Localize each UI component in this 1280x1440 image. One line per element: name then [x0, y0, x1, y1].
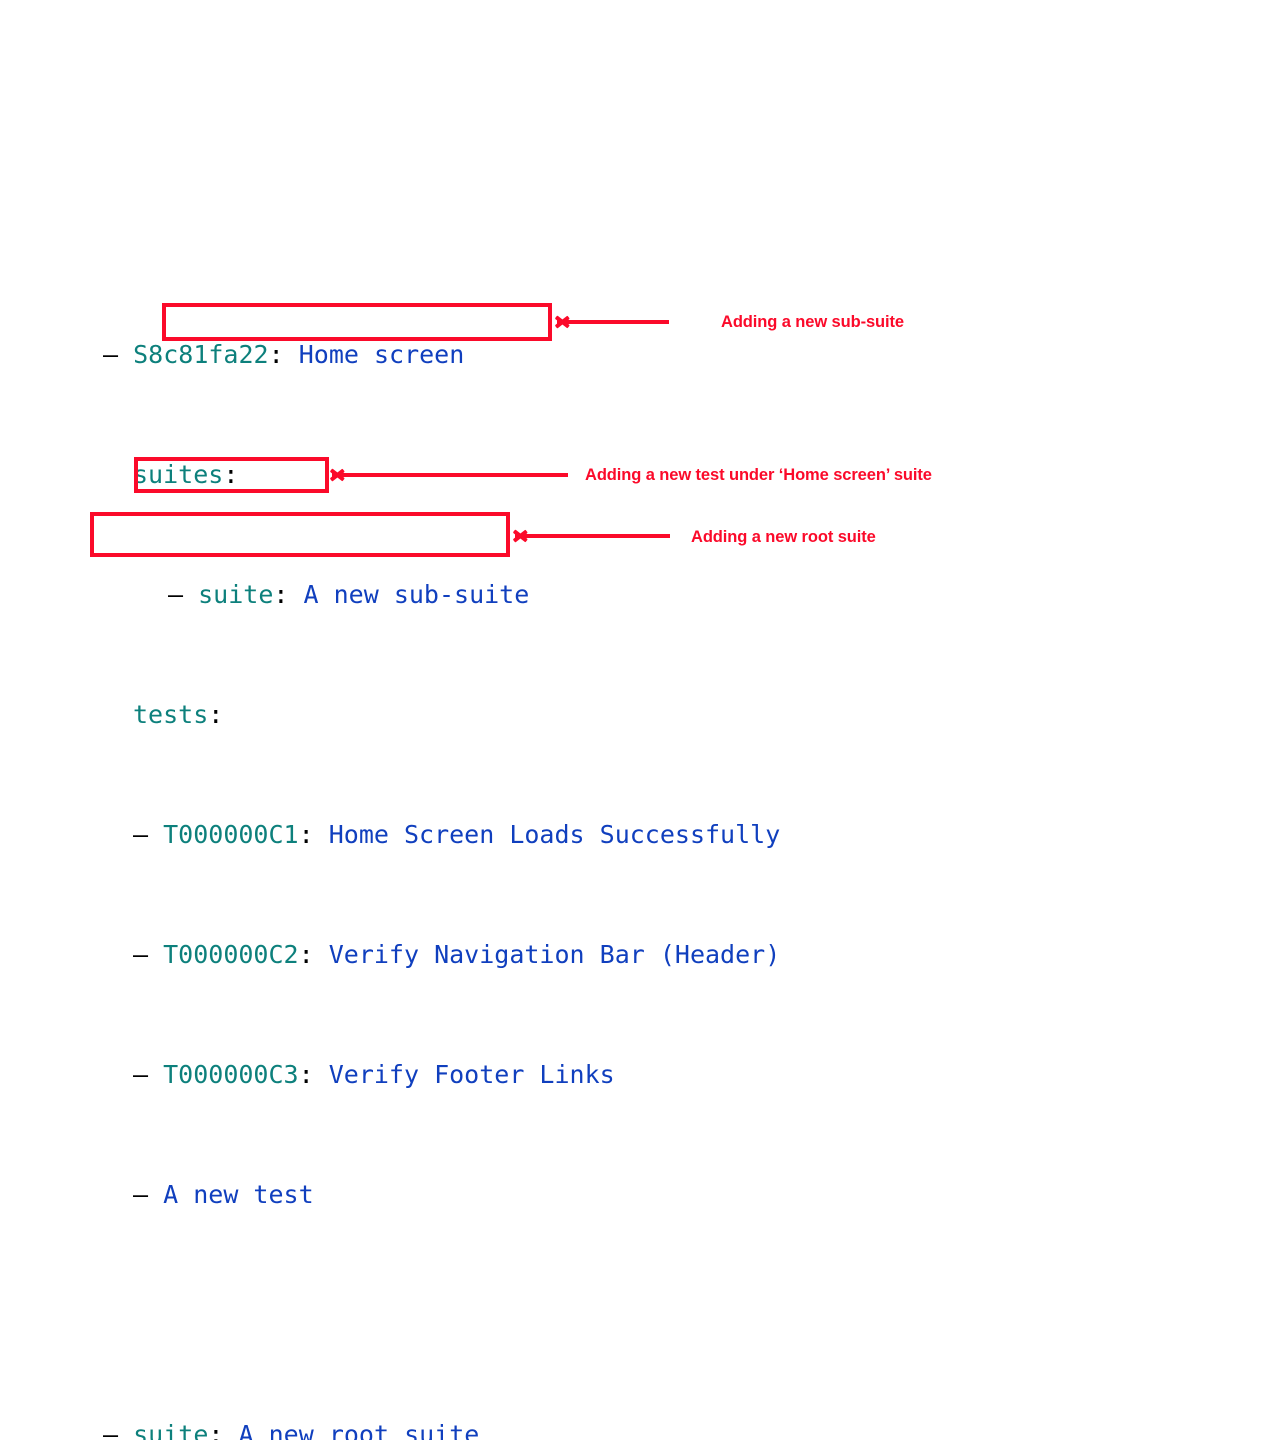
tree-row-new-root-suite[interactable]: — suite: A new root suite — [103, 1420, 780, 1440]
tree-row-new-sub-suite[interactable]: — suite: A new sub-suite — [103, 580, 780, 610]
test-id: T000000C2 — [163, 940, 299, 969]
sub-suite-value: A new sub-suite — [303, 580, 530, 609]
root-suite-key: suite — [133, 1420, 209, 1440]
bullet-dash-icon: — — [168, 580, 184, 609]
test-suite-tree: — S8c81fa22: Home screen suites: — suite… — [103, 250, 780, 1440]
bullet-dash-icon: — — [133, 820, 149, 849]
suite-id: S8c81fa22 — [133, 340, 269, 369]
tree-row-tests-label: tests: — [103, 700, 780, 730]
bullet-dash-icon: — — [133, 940, 149, 969]
annotation-label-sub-suite: Adding a new sub-suite — [721, 313, 904, 331]
annotation-arrow-root-suite — [515, 534, 670, 538]
bullet-dash-icon: — — [133, 1180, 149, 1209]
colon-separator: : — [298, 1060, 314, 1089]
tree-row-test[interactable]: — T000000C1: Home Screen Loads Successfu… — [103, 820, 780, 850]
annotation-arrow-sub-suite — [557, 320, 669, 324]
tree-row-root-suite[interactable]: — S8c81fa22: Home screen — [103, 340, 780, 370]
tests-label: tests — [133, 700, 209, 729]
bullet-dash-icon: — — [103, 1420, 119, 1440]
annotation-arrow-new-test — [332, 473, 568, 477]
test-name: Home Screen Loads Successfully — [328, 820, 781, 849]
annotation-label-new-test: Adding a new test under ‘Home screen’ su… — [585, 466, 932, 484]
tree-spacer — [103, 1300, 780, 1330]
colon-separator: : — [298, 940, 314, 969]
suite-name: Home screen — [298, 340, 465, 369]
tree-row-test[interactable]: — T000000C3: Verify Footer Links — [103, 1060, 780, 1090]
root-suite-value: A new root suite — [238, 1420, 480, 1440]
tree-row-new-test[interactable]: — A new test — [103, 1180, 780, 1210]
annotation-label-root-suite: Adding a new root suite — [691, 528, 876, 546]
colon-separator: : — [268, 340, 284, 369]
colon-separator: : — [208, 700, 224, 729]
test-id: T000000C1 — [163, 820, 299, 849]
bullet-dash-icon: — — [133, 1060, 149, 1089]
new-test-value: A new test — [163, 1180, 314, 1209]
suites-label: suites — [133, 460, 224, 489]
tree-row-suites-label: suites: — [103, 460, 780, 490]
test-name: Verify Navigation Bar (Header) — [328, 940, 781, 969]
test-id: T000000C3 — [163, 1060, 299, 1089]
sub-suite-key: suite — [198, 580, 274, 609]
colon-separator: : — [273, 580, 289, 609]
colon-separator: : — [223, 460, 239, 489]
bullet-dash-icon: — — [103, 340, 119, 369]
test-name: Verify Footer Links — [328, 1060, 615, 1089]
colon-separator: : — [298, 820, 314, 849]
colon-separator: : — [208, 1420, 224, 1440]
tree-row-test[interactable]: — T000000C2: Verify Navigation Bar (Head… — [103, 940, 780, 970]
